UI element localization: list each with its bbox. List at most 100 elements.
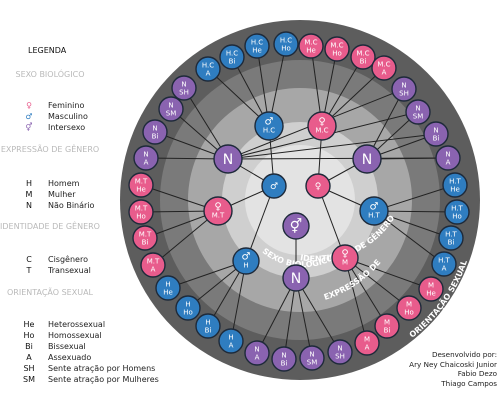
node-label: A bbox=[365, 343, 370, 351]
node-o4: M.CHo bbox=[324, 36, 350, 62]
node-circle bbox=[213, 144, 243, 174]
node-label: Ho bbox=[452, 212, 462, 220]
node-label: N bbox=[223, 152, 233, 168]
legend-label: Sente atração por Homens bbox=[48, 364, 156, 373]
node-label: H.C bbox=[263, 126, 275, 134]
node-label: H.T bbox=[438, 256, 450, 264]
node-circle bbox=[195, 56, 221, 82]
node-circle bbox=[140, 252, 166, 278]
legend-title: LEGENDA bbox=[28, 46, 67, 55]
node-label: He bbox=[252, 46, 262, 54]
node-n_top: N bbox=[213, 144, 243, 174]
node-o16: MHo bbox=[396, 295, 422, 321]
node-circle bbox=[305, 173, 331, 199]
node-label: ♀ bbox=[318, 116, 325, 127]
node-o8: NSM bbox=[405, 99, 431, 125]
legend-symbol: Bi bbox=[25, 342, 33, 351]
node-o35: H.CA bbox=[195, 56, 221, 82]
node-o34: NSH bbox=[171, 75, 197, 101]
node-circle bbox=[307, 111, 337, 141]
node-circle bbox=[232, 247, 260, 275]
legend-heading: ORIENTAÇÃO SEXUAL bbox=[6, 288, 93, 297]
legend-symbol: He bbox=[23, 320, 35, 329]
node-label: ♂ bbox=[370, 201, 379, 212]
node-circle bbox=[133, 145, 159, 171]
node-circle bbox=[244, 340, 270, 366]
node-circle bbox=[282, 212, 310, 240]
node-label: H.T bbox=[368, 211, 380, 219]
node-circle bbox=[158, 96, 184, 122]
node-o1: H.CBi bbox=[219, 44, 245, 70]
node-label: M bbox=[384, 318, 390, 326]
node-label: H bbox=[185, 300, 190, 308]
node-circle bbox=[218, 328, 244, 354]
legend-label: Mulher bbox=[48, 190, 76, 199]
node-circle bbox=[203, 196, 233, 226]
node-label: Bi bbox=[281, 359, 288, 367]
node-label: Bi bbox=[142, 238, 149, 246]
node-ht: ♂H.T bbox=[359, 196, 389, 226]
legend-symbol: N bbox=[26, 201, 32, 210]
node-label: N bbox=[168, 101, 173, 109]
node-o30: M.THe bbox=[128, 172, 154, 198]
node-label: SM bbox=[307, 358, 317, 366]
legend-heading: IDENTIDADE DE GÊNERO bbox=[0, 222, 100, 231]
node-label: SM bbox=[166, 109, 176, 117]
node-label: SH bbox=[399, 89, 409, 97]
node-label: Ho bbox=[404, 308, 414, 316]
legend-symbol: C bbox=[26, 255, 32, 264]
legend-label: Não Binário bbox=[48, 201, 95, 210]
node-n_bottom: N bbox=[282, 264, 310, 292]
node-label: Ho bbox=[281, 44, 291, 52]
legend-label: Heterossexual bbox=[48, 320, 106, 329]
node-circle bbox=[391, 76, 417, 102]
node-label: Bi bbox=[152, 132, 159, 140]
node-label: A bbox=[255, 353, 260, 361]
node-label: M.C bbox=[356, 49, 369, 57]
node-female: ♀ bbox=[305, 173, 331, 199]
node-circle bbox=[431, 251, 457, 277]
legend-symbol: H bbox=[25, 179, 32, 188]
credits-line: Fabio Dezo bbox=[457, 369, 497, 378]
node-label: ♀ bbox=[214, 201, 221, 212]
node-o6: M.CA bbox=[371, 55, 397, 81]
node-circle bbox=[244, 33, 270, 59]
node-circle bbox=[128, 172, 154, 198]
legend-label: Feminino bbox=[48, 101, 85, 110]
node-mc: ♀M.C bbox=[307, 111, 337, 141]
node-circle bbox=[282, 264, 310, 292]
node-label: N bbox=[309, 350, 314, 358]
node-o28: M.TBi bbox=[132, 225, 158, 251]
node-o36: H.CHo bbox=[273, 31, 299, 57]
node-o32: NBi bbox=[142, 119, 168, 145]
legend-symbol: ♀ bbox=[26, 101, 32, 110]
node-o12: H.THo bbox=[444, 199, 470, 225]
credits-line: Ary Ney Chaicoski Junior bbox=[409, 359, 497, 369]
node-o33: NSM bbox=[158, 96, 184, 122]
legend-symbol: T bbox=[26, 266, 32, 275]
node-label: ♀ bbox=[315, 182, 322, 192]
node-o9: NBi bbox=[423, 121, 449, 147]
legend-label: Assexuado bbox=[48, 353, 92, 362]
node-label: He bbox=[306, 46, 316, 54]
node-hc: ♂H.C bbox=[254, 111, 284, 141]
node-o13: H.TBi bbox=[438, 225, 464, 251]
node-circle bbox=[418, 276, 444, 302]
node-label: M.C bbox=[377, 60, 390, 68]
node-o29: M.THo bbox=[128, 199, 154, 225]
node-o31: NA bbox=[133, 145, 159, 171]
node-label: N bbox=[291, 271, 301, 287]
node-o21: NBi bbox=[271, 346, 297, 372]
node-label: M.T bbox=[135, 177, 148, 185]
node-o3: M.CHe bbox=[298, 33, 324, 59]
node-o26: HHe bbox=[155, 275, 181, 301]
node-o24: HBi bbox=[195, 313, 221, 339]
node-label: M.C bbox=[304, 38, 317, 46]
legend-symbol: ⚥ bbox=[25, 123, 33, 132]
edge-n_top-o9 bbox=[227, 133, 437, 160]
node-circle bbox=[298, 33, 324, 59]
node-label: H.T bbox=[445, 230, 457, 238]
node-label: M bbox=[406, 300, 412, 308]
